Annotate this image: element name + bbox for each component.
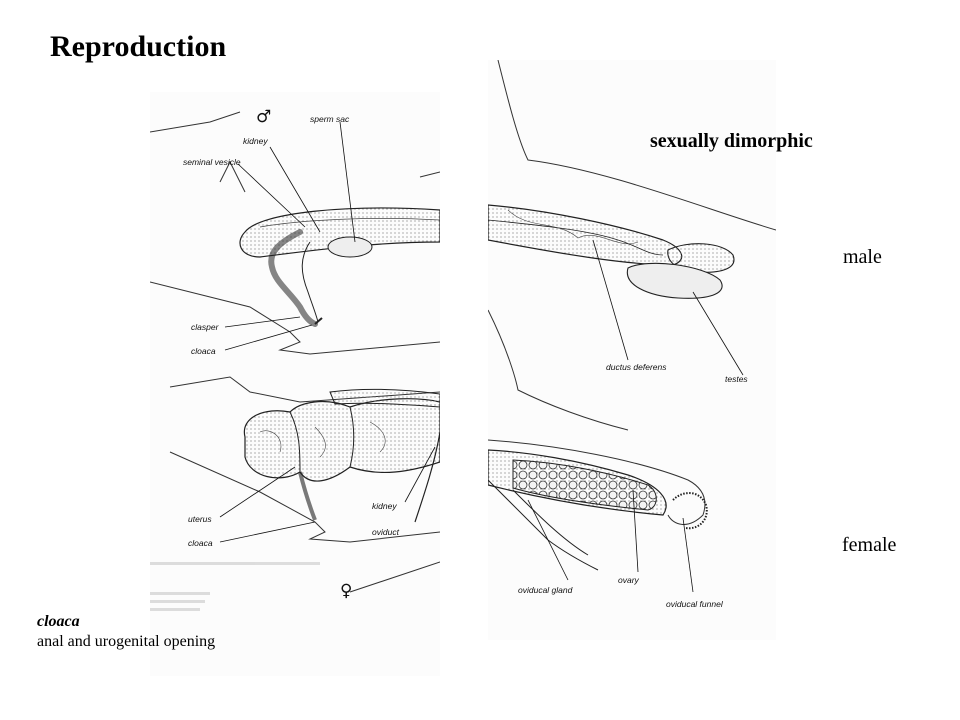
left-anatomy-drawing: ♂ kidney sperm sac seminal vesicle clasp… (150, 107, 440, 611)
male-kidney-shape (239, 207, 440, 258)
label-cloaca-bottom: cloaca (188, 538, 213, 548)
caption-description: anal and urogenital opening (37, 633, 216, 650)
ovary-shape (512, 459, 657, 511)
heading-sexually-dimorphic: sexually dimorphic (650, 130, 813, 152)
label-clasper: clasper (191, 322, 220, 332)
label-ductus-deferens: ductus deferens (606, 362, 667, 372)
right-anatomy-plate: ductus deferens testes oviducal gland ov… (488, 60, 776, 640)
label-kidney-bottom: kidney (372, 501, 397, 511)
label-oviduct: oviduct (372, 527, 400, 537)
label-testes: testes (725, 374, 748, 384)
label-kidney-top: kidney (243, 136, 268, 146)
slide-title: Reproduction (50, 30, 227, 63)
seminal-vesicle-shape (268, 229, 318, 327)
sperm-sac-shape (327, 236, 373, 258)
ductus-deferens-shape (488, 204, 683, 266)
cloaca-caption: cloaca anal and urogenital opening (37, 612, 215, 652)
label-male: male (843, 246, 882, 268)
label-oviducal-gland: oviducal gland (518, 585, 573, 595)
label-cloaca-top: cloaca (191, 346, 216, 356)
left-anatomy-plate: ♂ kidney sperm sac seminal vesicle clasp… (150, 92, 440, 676)
label-uterus: uterus (188, 514, 212, 524)
label-seminal-vesicle: seminal vesicle (183, 157, 241, 167)
oviducal-funnel-shape (672, 492, 708, 530)
caption-term: cloaca (37, 613, 80, 630)
label-female: female (842, 534, 897, 556)
label-oviducal-funnel: oviducal funnel (666, 599, 724, 609)
right-anatomy-drawing: ductus deferens testes oviducal gland ov… (488, 60, 776, 609)
faint-scan-text (150, 562, 320, 611)
male-symbol: ♂ (256, 107, 271, 127)
female-symbol: ♀ (340, 581, 352, 601)
label-ovary: ovary (618, 575, 640, 585)
uterus-shape (243, 398, 440, 482)
label-sperm-sac: sperm sac (310, 114, 350, 124)
